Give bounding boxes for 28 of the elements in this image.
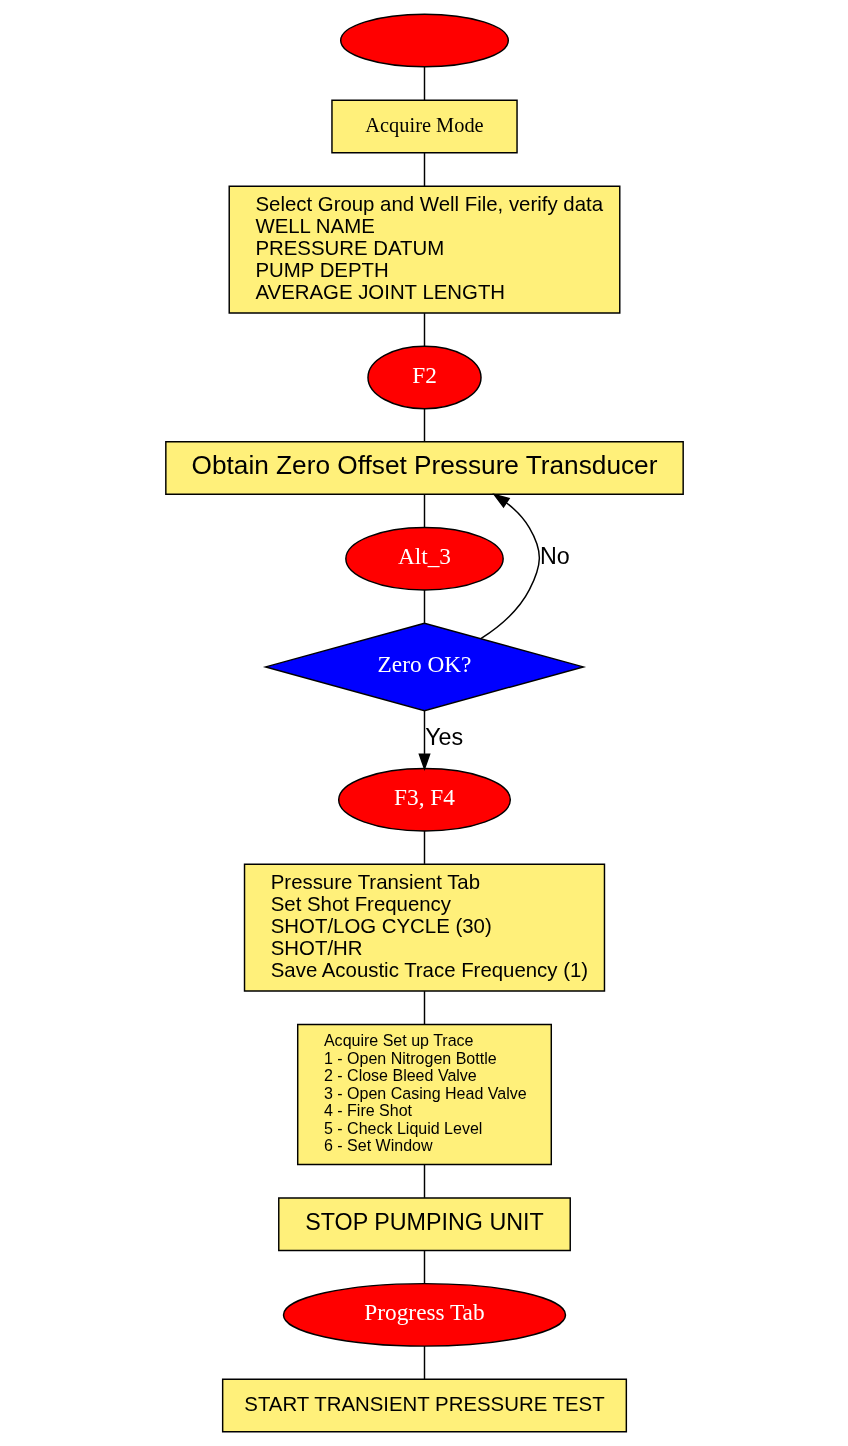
node-ellipse: Alt_3: [344, 526, 504, 591]
connector: [423, 1163, 425, 1199]
node-box: STOP PUMPING UNIT: [277, 1197, 571, 1252]
connector: [423, 66, 425, 101]
arrow: [479, 493, 540, 640]
node-ellipse: F3, F4: [337, 767, 511, 832]
node-box: Pressure Transient Tab Set Shot Frequency SHOT/LOG CYCLE (30) SHOT/HR Save Acoustic Trace Frequency (1): [243, 863, 605, 992]
connector: [423, 493, 425, 529]
node-box: Acquire Set up Trace 1 - Open Nitrogen Bottle 2 - Close Bleed Valve 3 - Open Casing Head Valve 4 - Fire Shot 5 - Check Liquid Level 6 - Set Window: [296, 1023, 552, 1166]
node-box: Obtain Zero Offset Pressure Transducer: [164, 441, 684, 496]
node-box: Select Group and Well File, verify data WELL NAME PRESSURE DATUM PUMP DEPTH AVERAGE JOINT LENGTH: [228, 185, 620, 314]
connector: [423, 990, 425, 1026]
edge-label: Yes: [424, 724, 463, 751]
node-box: START TRANSIENT PRESSURE TEST: [221, 1378, 627, 1433]
connector: [423, 830, 425, 865]
node-diamond: Zero OK?: [262, 622, 586, 712]
node-ellipse: F2: [366, 345, 482, 410]
arrow: [417, 710, 431, 772]
connector: [423, 589, 425, 624]
connector: [423, 152, 425, 187]
connector: [423, 1345, 425, 1380]
connector: [423, 1249, 425, 1285]
node-box: Acquire Mode: [330, 99, 518, 154]
node-ellipse: [339, 13, 509, 68]
connector: [423, 407, 425, 443]
node-ellipse: Progress Tab: [282, 1282, 566, 1347]
connector: [423, 312, 425, 347]
edge-label: No: [539, 543, 570, 570]
